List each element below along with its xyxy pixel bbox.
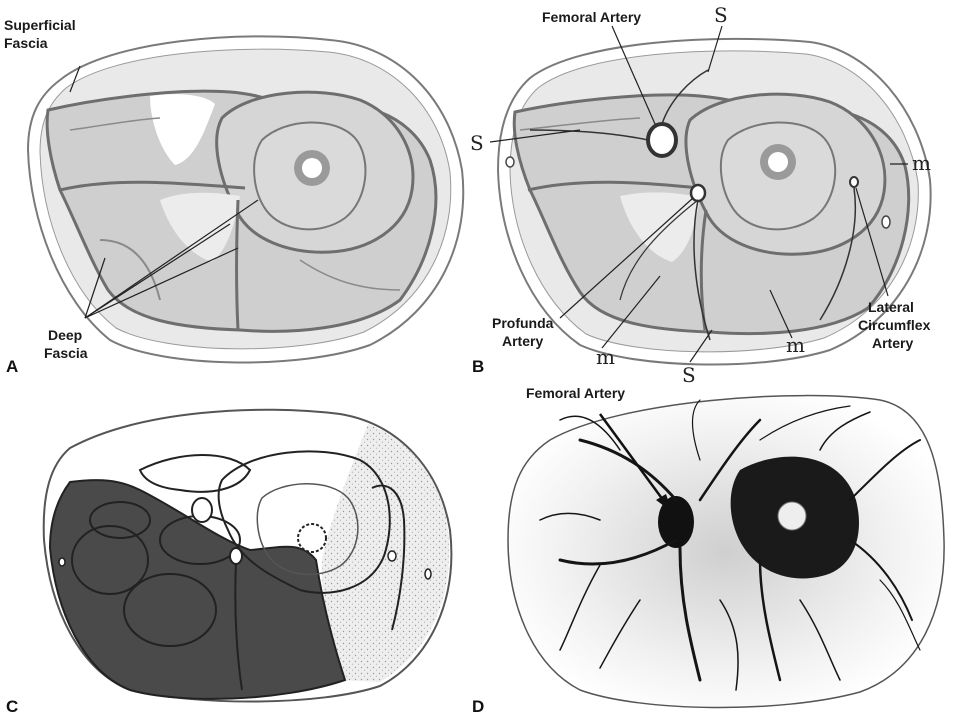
panel-c-femur-marrow [297, 523, 327, 553]
panel-b-small-vessel-left [505, 156, 515, 168]
label-femoral-artery-b: Femoral Artery [542, 9, 641, 25]
label-s-bottom: S [682, 363, 696, 387]
panel-a-leader-deep-4 [84, 223, 231, 319]
label-deep-fascia-line1: Deep [48, 327, 82, 343]
panel-a-septum-1 [59, 180, 246, 192]
panel-b-leader-s-bottom [689, 329, 713, 363]
panel-d: Femoral Artery D [472, 385, 945, 716]
panel-d-vascular-tree [539, 399, 921, 691]
label-lateral-line1: Lateral [868, 299, 914, 315]
label-m-bottom-right: m [786, 333, 805, 357]
panel-d-femur [777, 501, 807, 531]
panel-b-femoral-artery [646, 122, 678, 158]
panel-a-leader-deep-2 [84, 199, 259, 319]
panel-b-septum-1 [527, 180, 701, 192]
panel-c-anterior-compartment [138, 454, 252, 493]
label-s-left: S [470, 131, 484, 155]
panel-d-leader-arrowhead [656, 494, 672, 512]
label-profunda-line1: Profunda [492, 315, 554, 331]
panel-b-leader-lateral [855, 187, 889, 297]
panel-a-septum-5 [299, 259, 401, 291]
panel-d-skin-outline [507, 394, 945, 709]
label-m-right: m [912, 151, 931, 175]
panel-a-gap-2 [160, 192, 240, 262]
panel-a-leader-deep-1 [84, 257, 106, 319]
panel-d-femoral-artery-opacity [658, 496, 694, 548]
panel-c-small-vessel-left [58, 557, 66, 567]
panel-a-leader-deep-3 [84, 247, 239, 319]
panel-b-branch-5 [619, 199, 699, 301]
label-superficial-fascia-line1: Superficial [4, 17, 76, 33]
panel-b-leader-femoral [611, 25, 656, 125]
panel-b-leader-m-bottom-right [769, 289, 793, 339]
panel-b: Femoral Artery S S S m m m Profunda Arte… [470, 3, 932, 387]
panel-b-septum-3 [519, 117, 641, 131]
panel-a-letter: A [6, 357, 18, 376]
panel-c-lateral-vessel [387, 550, 397, 562]
panel-c-lateral-compartment [371, 484, 406, 631]
panel-a-gap-1 [150, 94, 215, 165]
panel-b-branch-2 [529, 129, 649, 141]
panel-a-septum-4 [69, 117, 161, 131]
label-superficial-fascia-line2: Fascia [4, 35, 48, 51]
panel-b-branch-3 [693, 199, 711, 341]
label-profunda-line2: Artery [502, 333, 543, 349]
panel-b-leader-profunda [559, 197, 694, 319]
panel-a: Superficial Fascia Deep Fascia A [4, 17, 465, 376]
panel-b-branch-1 [661, 69, 709, 125]
panel-c-letter: C [6, 697, 18, 716]
panel-b-leader-s-left [489, 129, 581, 143]
label-femoral-artery-d: Femoral Artery [526, 385, 625, 401]
panel-c-femur-ring [256, 483, 359, 576]
panel-c: C [6, 408, 453, 716]
panel-a-septum-3 [99, 239, 161, 301]
panel-c-femoral-artery [191, 497, 213, 523]
panel-b-leader-s-top [707, 25, 723, 73]
panel-a-femur-marrow [294, 150, 330, 186]
panel-d-letter: D [472, 697, 484, 716]
label-lateral-line2: Circumflex [858, 317, 931, 333]
panel-b-femur-marrow [760, 144, 796, 180]
panel-b-letter: B [472, 357, 484, 376]
label-m-bottom-left: m [596, 345, 615, 369]
panel-b-lateral-circumflex-artery [849, 176, 859, 188]
panel-a-septum-2 [235, 199, 240, 331]
label-s-top: S [714, 3, 728, 27]
panel-a-leader-superficial [69, 65, 81, 93]
panel-c-vastus-compartment [217, 450, 391, 594]
panel-c-profunda-artery [229, 547, 243, 565]
panel-b-small-vessel-right [881, 215, 891, 229]
panel-c-dark-region [48, 479, 347, 700]
panel-b-branch-4 [819, 187, 857, 321]
panel-c-small-vessel-right [424, 568, 432, 580]
label-lateral-line3: Artery [872, 335, 913, 351]
panel-d-leader-femoral [598, 413, 668, 505]
panel-b-leader-m-bottom-left [601, 275, 661, 349]
label-deep-fascia-line2: Fascia [44, 345, 88, 361]
